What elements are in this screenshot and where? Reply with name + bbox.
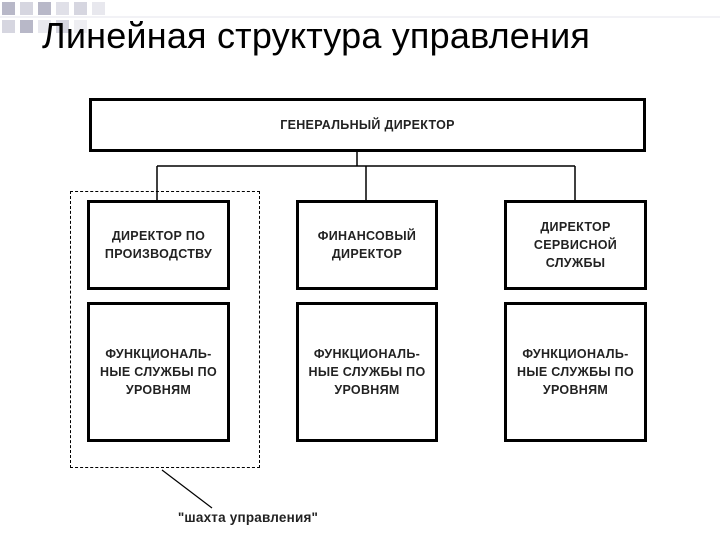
financial-director-label: ФИНАНСОВЫЙ ДИРЕКТОР [317, 229, 417, 261]
functional-services-label-3: ФУНКЦИОНАЛЬ- НЫЕ СЛУЖБЫ ПО УРОВНЯМ [517, 347, 634, 397]
production-director-label: ДИРЕКТОР ПО ПРОИЗВОДСТВУ [104, 229, 213, 261]
financial-director-box: ФИНАНСОВЫЙ ДИРЕКТОР [296, 200, 438, 290]
functional-services-box-2: ФУНКЦИОНАЛЬ- НЫЕ СЛУЖБЫ ПО УРОВНЯМ [296, 302, 438, 442]
decorative-squares [0, 2, 720, 33]
production-director-box: ДИРЕКТОР ПО ПРОИЗВОДСТВУ [87, 200, 230, 290]
general-director-box: ГЕНЕРАЛЬНЫЙ ДИРЕКТОР [89, 98, 646, 152]
service-director-box: ДИРЕКТОР СЕРВИСНОЙ СЛУЖБЫ [504, 200, 647, 290]
service-director-label: ДИРЕКТОР СЕРВИСНОЙ СЛУЖБЫ [533, 220, 618, 270]
general-director-label: ГЕНЕРАЛЬНЫЙ ДИРЕКТОР [280, 118, 455, 132]
slide-title: Линейная структура управления [42, 15, 591, 56]
functional-services-label-1: ФУНКЦИОНАЛЬ- НЫЕ СЛУЖБЫ ПО УРОВНЯМ [100, 347, 217, 397]
management-shaft-outline [70, 191, 260, 468]
functional-services-box-1: ФУНКЦИОНАЛЬ- НЫЕ СЛУЖБЫ ПО УРОВНЯМ [87, 302, 230, 442]
management-shaft-caption: "шахта управления" [177, 510, 319, 525]
functional-services-label-2: ФУНКЦИОНАЛЬ- НЫЕ СЛУЖБЫ ПО УРОВНЯМ [308, 347, 426, 397]
functional-services-box-3: ФУНКЦИОНАЛЬ- НЫЕ СЛУЖБЫ ПО УРОВНЯМ [504, 302, 647, 442]
